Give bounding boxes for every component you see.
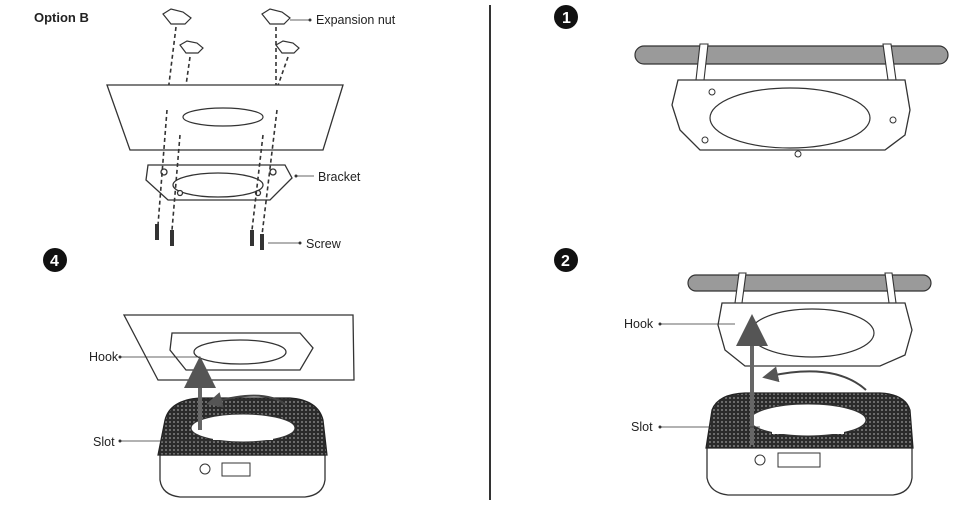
step-2-number: 2 — [561, 253, 570, 270]
mounting-hole — [182, 107, 264, 127]
rotate-arrow-2 — [762, 366, 867, 391]
hook-label-step2: Hook — [624, 317, 654, 331]
step-1-panel: 1 — [554, 5, 949, 158]
hook-label-step4: Hook — [89, 350, 119, 364]
step-4-panel: 4 Hook Slot — [43, 248, 355, 498]
option-b-title: Option B — [34, 10, 89, 25]
power-port-icon-2 — [754, 454, 766, 466]
step-2-panel: 2 Hook Slot — [554, 248, 932, 496]
expansion-nut-label: Expansion nut — [316, 13, 396, 27]
expansion-nut-icon — [162, 8, 300, 54]
ethernet-port-icon — [221, 462, 251, 477]
step-4-badge — [43, 248, 67, 272]
step-4-number: 4 — [50, 253, 59, 270]
router-device-2 — [705, 392, 914, 496]
pipe-1 — [634, 45, 949, 65]
slot-label-step2: Slot — [631, 420, 653, 434]
rotate-arrow — [206, 392, 287, 408]
power-port-icon — [199, 463, 211, 475]
mounted-bracket — [169, 332, 314, 371]
step-2-badge — [554, 248, 578, 272]
step-1-number: 1 — [562, 10, 571, 27]
ethernet-port-icon-2 — [777, 452, 821, 468]
option-b-panel: Option B Expansion nut — [34, 8, 396, 251]
bracket-label: Bracket — [318, 170, 361, 184]
slot-label-step4: Slot — [93, 435, 115, 449]
screw-label: Screw — [306, 237, 342, 251]
step-1-badge — [554, 5, 578, 29]
router-device — [157, 397, 328, 498]
mounting-surface — [106, 84, 344, 151]
pipe-2 — [687, 274, 932, 292]
bracket-part — [145, 164, 293, 201]
screw-icon — [155, 224, 264, 250]
